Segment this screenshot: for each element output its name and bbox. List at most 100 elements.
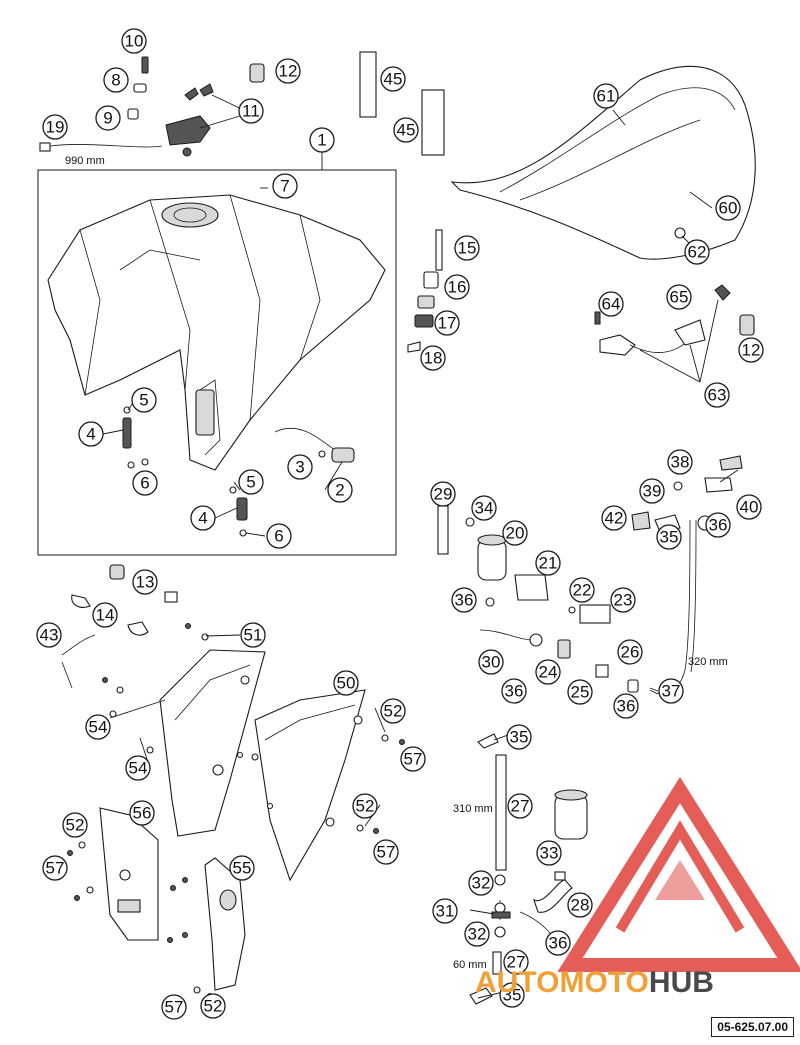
callout-2: 2 bbox=[327, 477, 353, 503]
svg-text:34: 34 bbox=[475, 499, 494, 518]
svg-text:64: 64 bbox=[602, 295, 621, 314]
svg-text:43: 43 bbox=[40, 626, 59, 645]
svg-text:52: 52 bbox=[204, 997, 223, 1016]
callout-18: 18 bbox=[420, 345, 446, 371]
svg-text:9: 9 bbox=[103, 109, 112, 128]
svg-text:35: 35 bbox=[660, 528, 679, 547]
svg-text:52: 52 bbox=[356, 797, 375, 816]
callout-37: 37 bbox=[658, 678, 684, 704]
svg-text:11: 11 bbox=[242, 102, 260, 121]
callout-12: 12 bbox=[275, 58, 301, 84]
svg-text:65: 65 bbox=[670, 288, 689, 307]
callout-33: 33 bbox=[536, 840, 562, 866]
svg-text:32: 32 bbox=[468, 925, 487, 944]
seat bbox=[450, 65, 756, 260]
svg-text:4: 4 bbox=[86, 425, 95, 444]
callout-26: 26 bbox=[617, 639, 643, 665]
callout-6b: 6 bbox=[266, 523, 292, 549]
svg-text:21: 21 bbox=[539, 554, 558, 573]
svg-text:57: 57 bbox=[377, 843, 396, 862]
svg-text:35: 35 bbox=[510, 728, 529, 747]
side-panels bbox=[99, 649, 366, 991]
svg-text:25: 25 bbox=[571, 683, 590, 702]
callout-32: 32 bbox=[468, 870, 494, 896]
callout-35: 35 bbox=[656, 524, 682, 550]
callout-60: 60 bbox=[715, 195, 741, 221]
svg-text:36: 36 bbox=[709, 516, 728, 535]
svg-text:5: 5 bbox=[139, 391, 148, 410]
callout-17: 17 bbox=[434, 310, 460, 336]
callout-52: 52 bbox=[380, 698, 406, 724]
svg-text:18: 18 bbox=[424, 349, 443, 368]
svg-text:42: 42 bbox=[605, 509, 624, 528]
callout-5: 5 bbox=[131, 387, 157, 413]
svg-text:36: 36 bbox=[505, 682, 524, 701]
svg-text:31: 31 bbox=[436, 902, 455, 921]
callout-65: 65 bbox=[666, 284, 692, 310]
callout-28: 28 bbox=[567, 892, 593, 918]
callout-36: 36 bbox=[451, 587, 477, 613]
svg-text:52: 52 bbox=[384, 702, 403, 721]
callout-31: 31 bbox=[432, 898, 458, 924]
callout-50: 50 bbox=[333, 670, 359, 696]
callout-6: 6 bbox=[132, 470, 158, 496]
callout-30: 30 bbox=[478, 649, 504, 675]
svg-text:39: 39 bbox=[643, 482, 662, 501]
svg-text:57: 57 bbox=[46, 859, 65, 878]
callout-54: 54 bbox=[85, 714, 111, 740]
callout-8: 8 bbox=[103, 67, 129, 93]
callout-35c: 35 bbox=[499, 982, 525, 1008]
callout-10: 10 bbox=[121, 28, 147, 54]
svg-text:40: 40 bbox=[740, 498, 759, 517]
callout-45: 45 bbox=[380, 66, 406, 92]
callout-11: 11 bbox=[238, 98, 264, 124]
svg-text:8: 8 bbox=[111, 71, 120, 90]
svg-text:4: 4 bbox=[198, 509, 207, 528]
svg-text:54: 54 bbox=[89, 718, 108, 737]
svg-text:6: 6 bbox=[274, 527, 283, 546]
callout-23: 23 bbox=[610, 587, 636, 613]
callout-20: 20 bbox=[502, 520, 528, 546]
callout-64: 64 bbox=[598, 291, 624, 317]
svg-text:10: 10 bbox=[125, 32, 144, 51]
callout-61: 61 bbox=[593, 83, 619, 109]
callout-56: 56 bbox=[129, 800, 155, 826]
svg-text:29: 29 bbox=[434, 485, 453, 504]
callout-9: 9 bbox=[95, 105, 121, 131]
svg-text:1: 1 bbox=[317, 131, 326, 150]
fuel-pump-assembly bbox=[437, 505, 639, 693]
callout-36c: 36 bbox=[613, 693, 639, 719]
callouts: 1 2 3 4 4 5 5 6 6 7 8 9 10 11 12 12 13 1… bbox=[36, 28, 764, 1020]
tank-group-frame bbox=[37, 169, 397, 556]
callout-54b: 54 bbox=[125, 755, 151, 781]
callout-24: 24 bbox=[535, 659, 561, 685]
svg-text:50: 50 bbox=[337, 674, 356, 693]
callout-57b: 57 bbox=[373, 839, 399, 865]
callout-55: 55 bbox=[229, 855, 255, 881]
callout-38: 38 bbox=[667, 449, 693, 475]
callout-36d: 36 bbox=[705, 512, 731, 538]
svg-text:23: 23 bbox=[614, 591, 633, 610]
callout-32b: 32 bbox=[464, 921, 490, 947]
svg-text:57: 57 bbox=[404, 750, 423, 769]
dim-label: 990 mm bbox=[65, 155, 105, 167]
callout-57d: 57 bbox=[161, 994, 187, 1020]
callout-4b: 4 bbox=[190, 505, 216, 531]
callout-52c: 52 bbox=[62, 812, 88, 838]
dim-label: 320 mm bbox=[688, 656, 728, 668]
watermark-brand-part2: HUB bbox=[649, 966, 714, 999]
callout-52d: 52 bbox=[200, 993, 226, 1019]
svg-text:27: 27 bbox=[511, 797, 530, 816]
callout-21: 21 bbox=[535, 550, 561, 576]
svg-text:38: 38 bbox=[671, 453, 690, 472]
svg-text:51: 51 bbox=[244, 626, 263, 645]
svg-text:45: 45 bbox=[397, 121, 416, 140]
svg-text:12: 12 bbox=[742, 341, 761, 360]
callout-1: 1 bbox=[309, 127, 335, 153]
callout-27: 27 bbox=[507, 793, 533, 819]
svg-text:6: 6 bbox=[140, 474, 149, 493]
callout-16: 16 bbox=[444, 274, 470, 300]
fuel-tank bbox=[47, 194, 386, 471]
hose-clip-upper bbox=[122, 406, 149, 469]
